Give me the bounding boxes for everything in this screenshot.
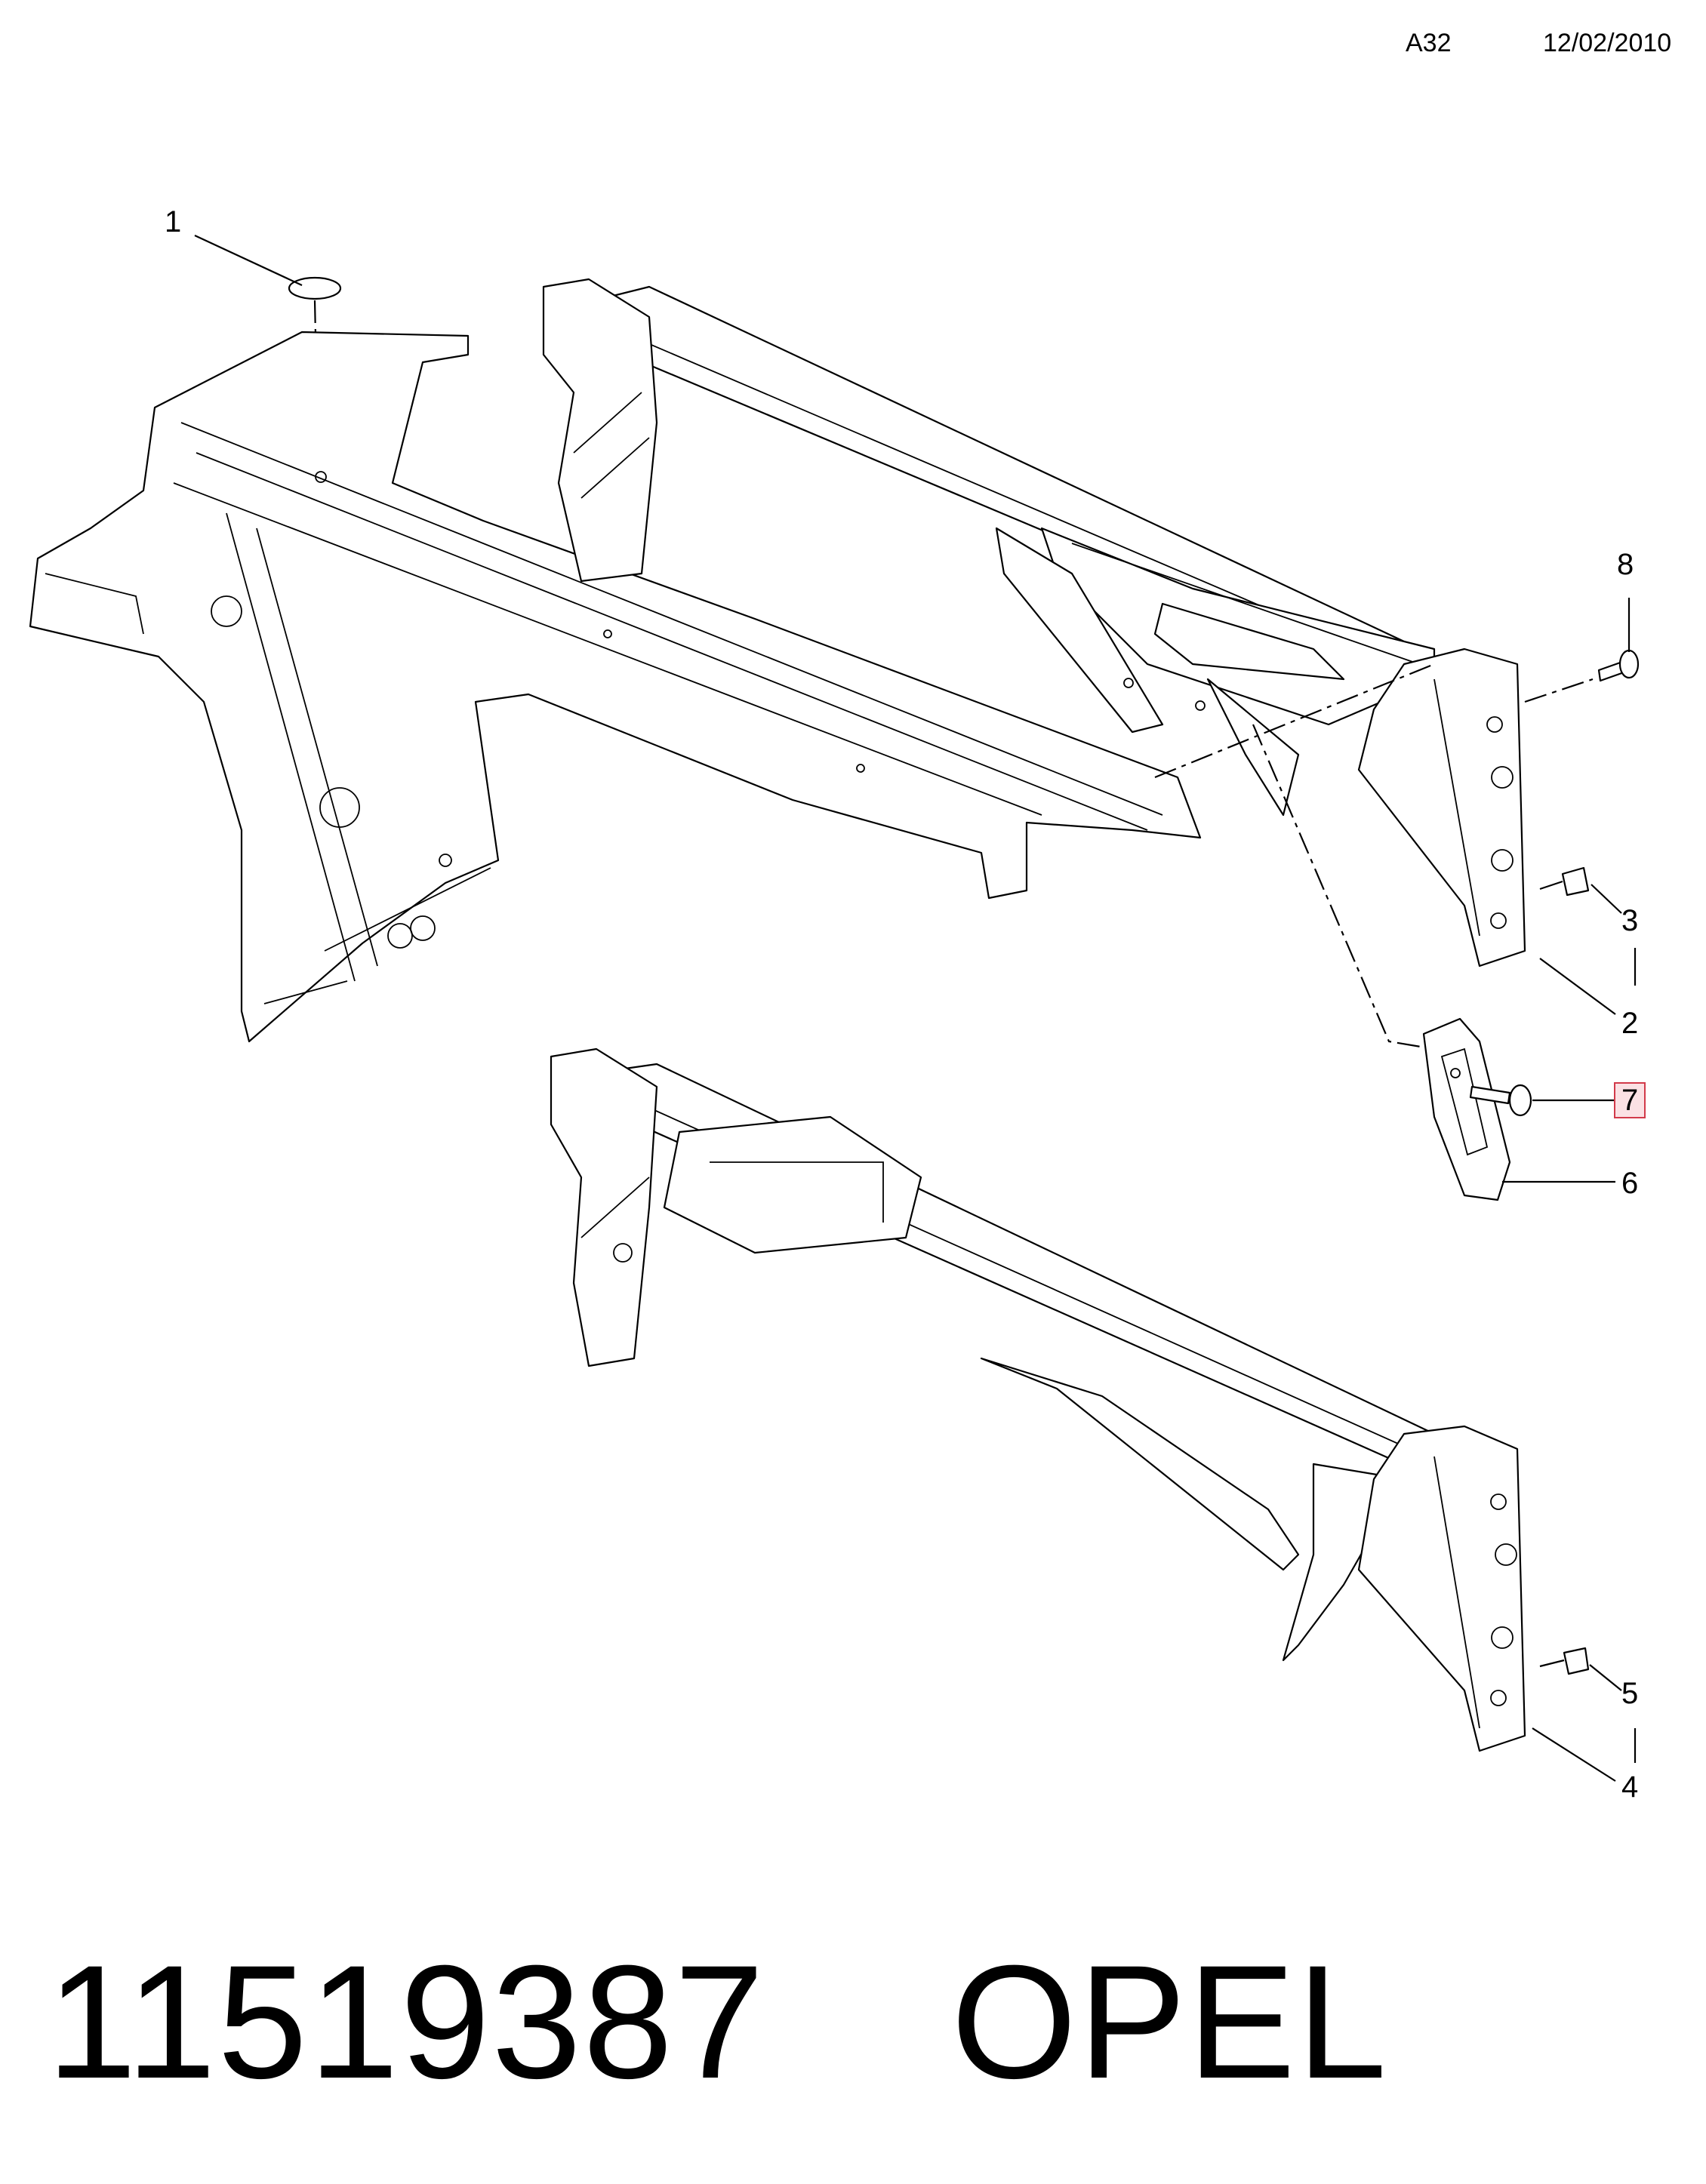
footer-spacer bbox=[765, 1932, 951, 2112]
brand-name: OPEL bbox=[951, 1932, 1389, 2112]
callout-3: 3 bbox=[1621, 904, 1639, 937]
clip-part-5 bbox=[1539, 1647, 1590, 1675]
cross-car-beam-lower bbox=[550, 1047, 1526, 1752]
callout-8: 8 bbox=[1617, 548, 1634, 581]
assembly-line bbox=[1154, 663, 1435, 779]
part-number: 11519387 bbox=[47, 1932, 766, 2112]
assembly-line bbox=[1252, 724, 1435, 1050]
clip-part-3 bbox=[1539, 866, 1590, 897]
assembly-line bbox=[1524, 678, 1594, 703]
callout-7-highlighted[interactable]: 7 bbox=[1614, 1082, 1646, 1118]
callout-leaders bbox=[194, 235, 1637, 1782]
callout-6: 6 bbox=[1621, 1167, 1639, 1200]
screw-part-7 bbox=[1469, 1084, 1532, 1117]
bolt-part-8 bbox=[1597, 649, 1640, 682]
body-panel bbox=[29, 331, 1202, 1043]
diagram-date: 12/02/2010 bbox=[1543, 29, 1672, 57]
callout-5: 5 bbox=[1621, 1677, 1639, 1710]
callout-2: 2 bbox=[1621, 1007, 1639, 1040]
callout-1: 1 bbox=[165, 205, 182, 238]
diagram-code: A32 bbox=[1406, 29, 1452, 57]
cross-car-beam-upper bbox=[542, 278, 1526, 967]
bracket-part-6 bbox=[1422, 1017, 1511, 1201]
callout-4: 4 bbox=[1621, 1770, 1639, 1804]
part-number-footer: 11519387 OPEL bbox=[47, 1932, 1388, 2113]
